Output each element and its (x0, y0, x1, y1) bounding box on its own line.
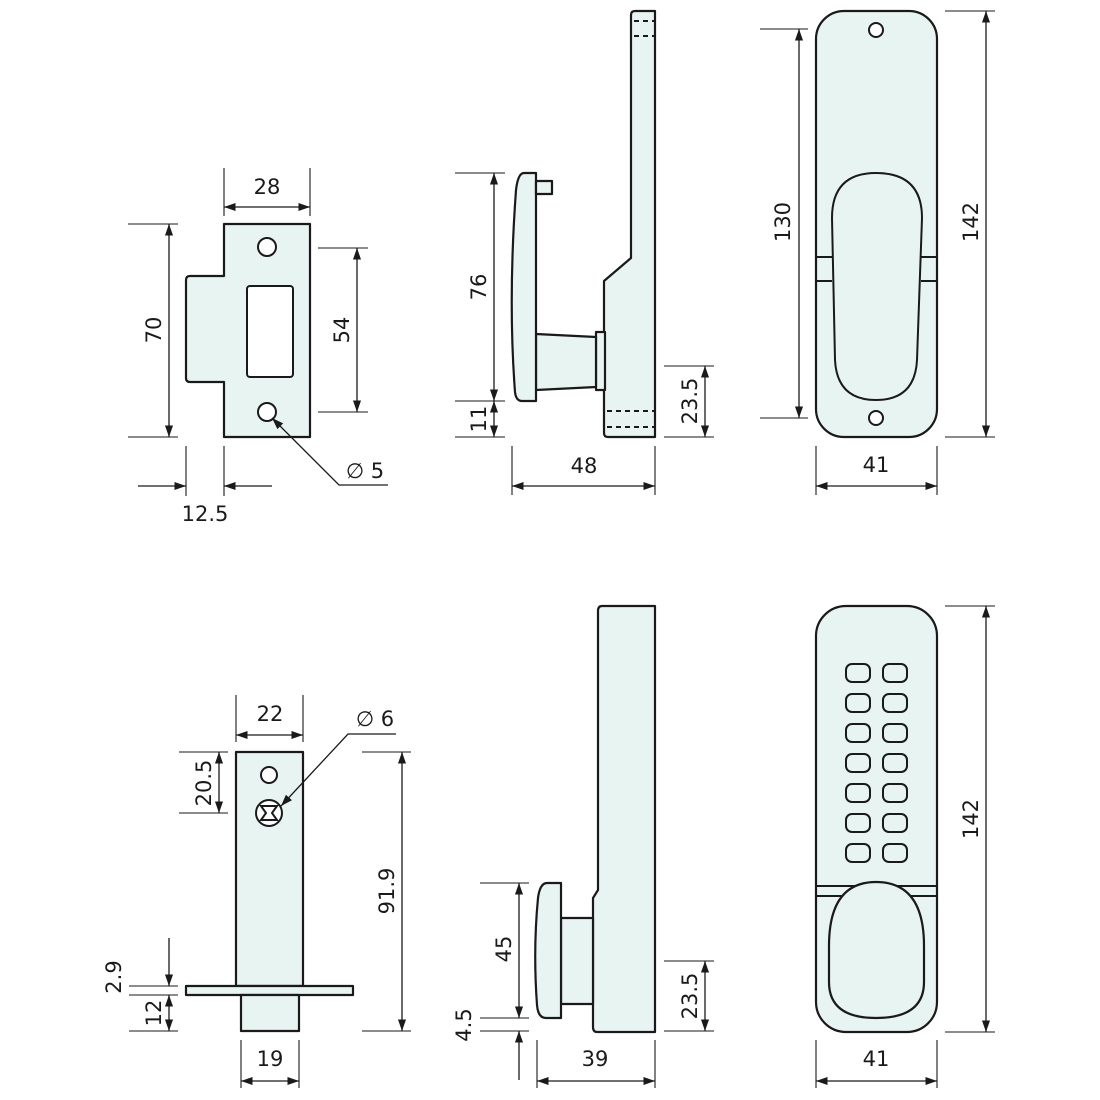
latch-view: 22 20.5 ∅ 6 91.9 2.9 12 19 (102, 695, 411, 1088)
back-handle-offset-label: 11 (467, 406, 491, 433)
keypad-button[interactable] (845, 783, 871, 803)
back-plate-handle-recess (830, 171, 924, 402)
strike-slot (246, 285, 294, 378)
latch-body (234, 750, 305, 988)
strike-height-label: 70 (142, 317, 166, 344)
back-depth-label: 48 (571, 454, 598, 478)
back-plate-height-label: 142 (959, 202, 983, 242)
back-plate-hole-spacing-label: 130 (771, 202, 795, 242)
front-plate-knob-recess (827, 880, 926, 1020)
back-plate-hole-bottom (868, 410, 884, 426)
keypad-button[interactable] (845, 693, 871, 713)
front-side-view: 45 4.5 39 23.5 (452, 604, 714, 1088)
latch-tongue (239, 993, 301, 1033)
front-depth-label: 39 (582, 1047, 609, 1071)
keypad (845, 663, 908, 863)
front-plate-height-label: 142 (959, 799, 983, 839)
keypad-button[interactable] (845, 723, 871, 743)
keypad-button[interactable] (882, 783, 908, 803)
back-handle-height-label: 76 (467, 274, 491, 301)
front-knob-height-label: 45 (492, 936, 516, 963)
front-plate-view: 142 41 (814, 604, 995, 1088)
keypad-button[interactable] (882, 813, 908, 833)
strike-hole-spacing-label: 54 (330, 317, 354, 344)
keypad-button[interactable] (882, 843, 908, 863)
screw-hole-top (257, 237, 277, 257)
keypad-button[interactable] (845, 813, 871, 833)
latch-flange (184, 984, 355, 997)
keypad-button[interactable] (845, 663, 871, 683)
front-shaft (559, 916, 595, 1006)
keypad-button[interactable] (882, 753, 908, 773)
keypad-button[interactable] (882, 693, 908, 713)
back-plate-view: 130 142 41 (760, 9, 995, 495)
front-plate-width-label: 41 (863, 1047, 890, 1071)
keypad-button[interactable] (882, 663, 908, 683)
front-body (591, 604, 657, 1034)
latch-tongue-length-label: 12 (142, 1000, 166, 1027)
strike-width-label: 28 (254, 175, 281, 199)
strike-lip-label: 12.5 (182, 502, 229, 526)
back-plate-width-label: 41 (863, 453, 890, 477)
back-side-view: 76 11 48 23.5 (455, 9, 714, 495)
latch-spindle-diameter-label: ∅ 6 (356, 707, 394, 731)
back-collar (594, 330, 607, 392)
strike-plate-view: 28 70 54 12.5 ∅ 5 (128, 168, 388, 526)
latch-flange-thickness-label: 2.9 (102, 960, 126, 993)
back-plate (814, 9, 939, 439)
latch-tongue-width-label: 19 (257, 1047, 284, 1071)
front-knob-offset-label: 4.5 (452, 1008, 476, 1041)
latch-width-label: 22 (257, 702, 284, 726)
keypad-button[interactable] (845, 843, 871, 863)
back-shaft (534, 332, 598, 392)
keypad-button[interactable] (845, 753, 871, 773)
front-knob (534, 881, 563, 1020)
latch-spindle-hole (255, 799, 283, 827)
strike-hole-diameter-label: ∅ 5 (346, 459, 384, 483)
back-plate-hole-top (868, 22, 884, 38)
latch-hole-offset-label: 20.5 (192, 760, 216, 807)
back-body (602, 9, 657, 439)
latch-length-label: 91.9 (375, 868, 399, 915)
back-base-height-label: 23.5 (678, 378, 702, 425)
keypad-button[interactable] (882, 723, 908, 743)
back-pin (534, 179, 554, 196)
screw-hole-bottom (257, 402, 277, 422)
front-base-height-label: 23.5 (678, 973, 702, 1020)
back-handle (510, 171, 538, 403)
latch-hole (260, 766, 278, 784)
